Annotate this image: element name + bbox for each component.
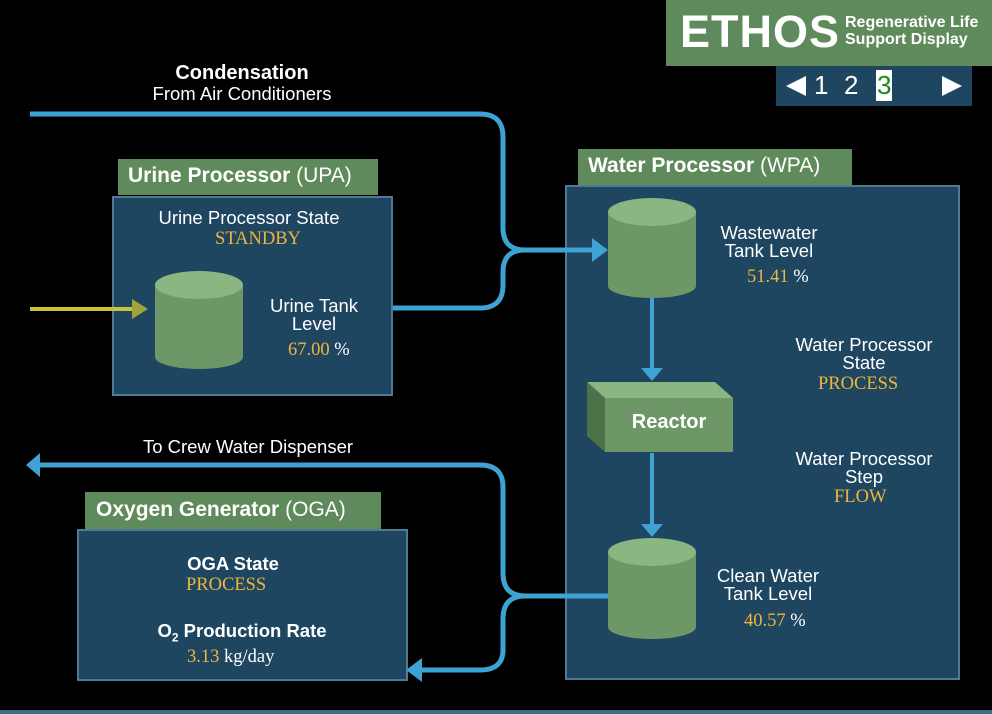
ethos-subtitle: Regenerative Life Support Display	[845, 14, 978, 48]
clean-water-label-line1: Clean Water	[716, 565, 820, 586]
page-navigation: 1 2 3	[776, 66, 972, 106]
wpa-inlet-arrow	[592, 238, 608, 262]
bottom-divider	[0, 710, 992, 714]
reactor-box-icon	[587, 382, 733, 452]
page-link-1[interactable]: 1	[814, 70, 829, 100]
upa-title: Urine Processor (UPA)	[118, 159, 378, 195]
wpa-state-label-line2: State	[842, 352, 886, 373]
urine-inflow-arrow	[132, 299, 148, 319]
urine-tank-label-line1: Urine Tank	[269, 295, 359, 316]
oga-supply-pipe	[418, 593, 526, 673]
wpa-state-label-line1: Water Processor	[795, 334, 933, 355]
clean-water-value: 40.57 %	[744, 611, 806, 631]
wastewater-label-line2: Tank Level	[724, 240, 814, 261]
page-link-3-current[interactable]: 3	[876, 70, 893, 101]
wastewater-label-line1: Wastewater	[720, 222, 818, 243]
clean-tank-inlet-arrow	[641, 524, 663, 537]
reactor-inlet-arrow	[641, 368, 663, 381]
ethos-logo: ETHOS	[680, 6, 841, 57]
urine-tank-icon	[155, 271, 243, 369]
urine-tank-value: 67.00 %	[288, 340, 350, 360]
wpa-title: Water Processor (WPA)	[578, 149, 852, 185]
page-link-2[interactable]: 2	[844, 70, 859, 100]
oga-inlet-arrow	[406, 658, 422, 682]
clean-water-label-line2: Tank Level	[723, 583, 813, 604]
dispenser-arrow	[26, 453, 40, 477]
condensation-subtitle: From Air Conditioners	[152, 83, 332, 104]
dispenser-pipe	[38, 462, 608, 599]
wpa-state-value: PROCESS	[818, 374, 899, 394]
wpa-step-label-line2: Step	[844, 466, 884, 487]
ethos-header: ETHOS Regenerative Life Support Display	[666, 0, 992, 66]
wastewater-tank-icon	[608, 198, 696, 298]
dispenser-label: To Crew Water Dispenser	[142, 436, 354, 457]
ethos-subtitle-line1: Regenerative Life	[845, 14, 979, 31]
oga-state-label: OGA State	[187, 553, 279, 574]
ethos-subtitle-line2: Support Display	[845, 31, 968, 48]
clean-water-tank-icon	[608, 538, 696, 639]
upa-state-label: Urine Processor State	[158, 207, 340, 228]
upa-output-pipe	[393, 247, 526, 311]
next-page-icon[interactable]	[940, 74, 964, 98]
wastewater-value: 51.41 %	[747, 267, 809, 287]
urine-tank-label-line2: Level	[291, 313, 337, 334]
reactor-label: Reactor	[631, 411, 707, 433]
oga-state-value: PROCESS	[186, 575, 267, 595]
wpa-step-value: FLOW	[834, 487, 887, 507]
wpa-step-label-line1: Water Processor	[795, 448, 933, 469]
upa-state-value: STANDBY	[215, 229, 301, 249]
condensation-title: Condensation	[175, 62, 309, 84]
prev-page-icon[interactable]	[784, 74, 808, 98]
o2-rate-label: O2 Production Rate	[157, 620, 327, 645]
oga-title: Oxygen Generator (OGA)	[85, 492, 381, 529]
oga-panel	[77, 529, 408, 681]
o2-rate-value: 3.13 kg/day	[187, 647, 275, 667]
